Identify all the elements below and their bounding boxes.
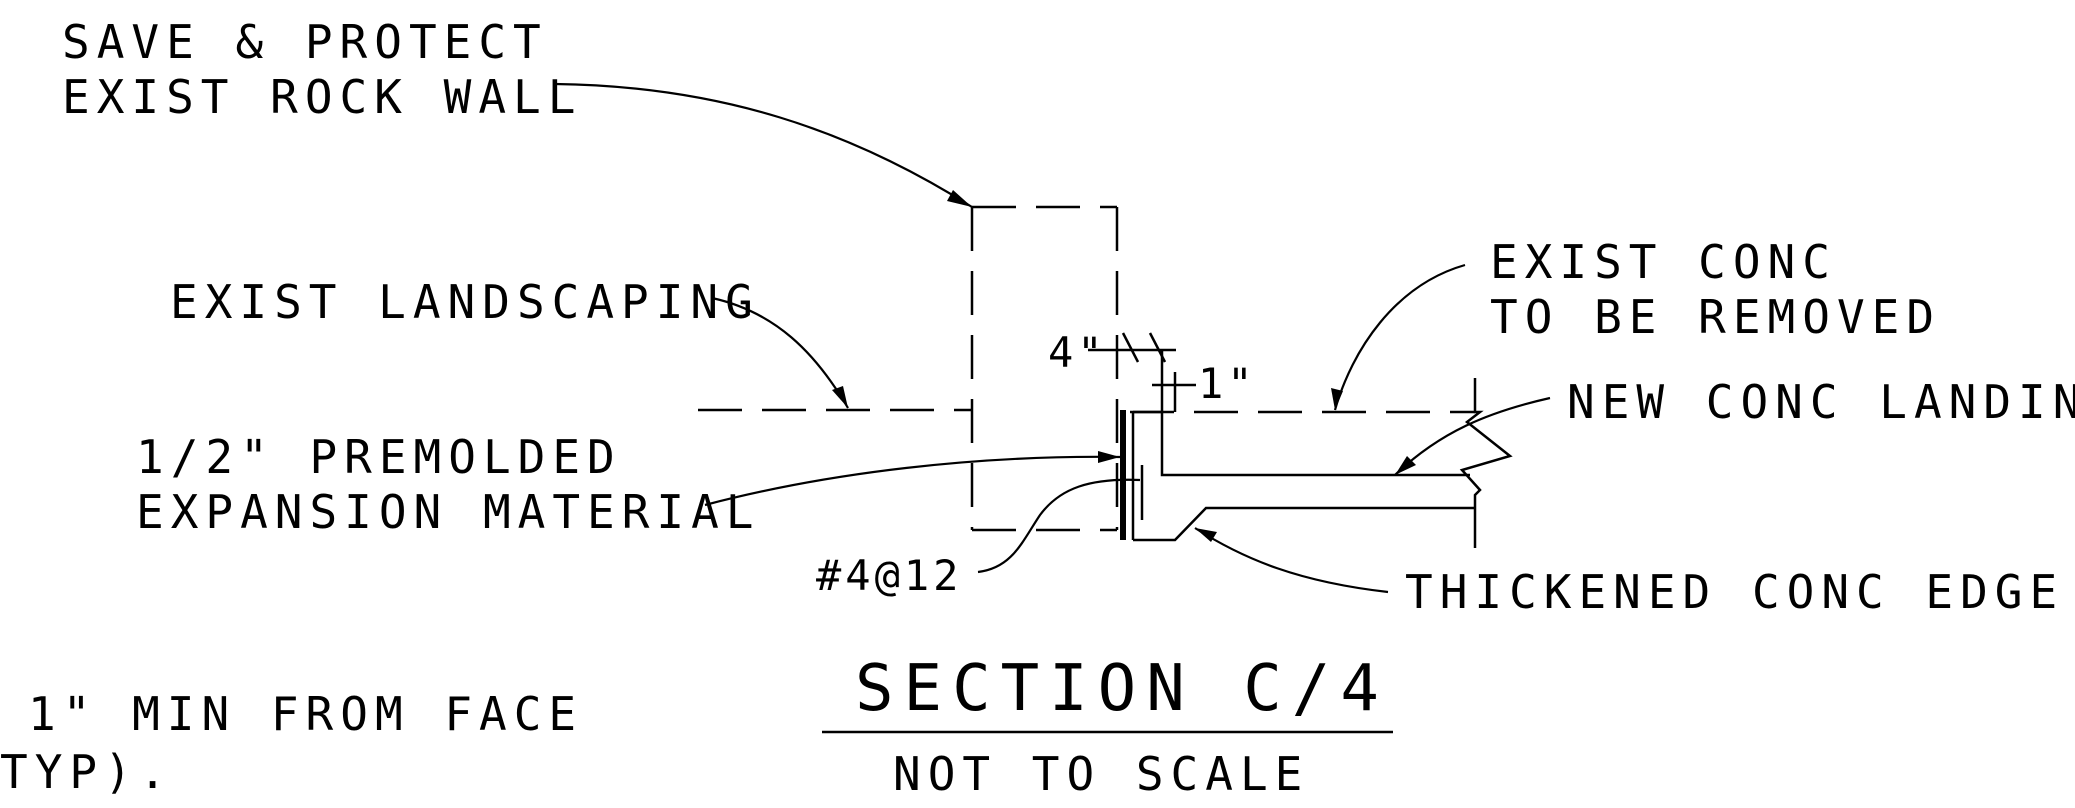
leader-landscaping (711, 296, 849, 409)
note-line1: 1" MIN FROM FACE (28, 687, 583, 741)
dimension-4in: 4" (1048, 328, 1107, 377)
new-conc-landing-slab (1133, 410, 1395, 477)
leader-thickened-edge (1194, 527, 1389, 594)
rock-wall-outline (970, 205, 1119, 532)
dimension-marks (1088, 332, 1196, 412)
dimension-1in: 1" (1198, 359, 1257, 408)
leader-expansion-material (704, 451, 1121, 507)
expansion-label-line1: 1/2" PREMOLDED (136, 430, 622, 484)
section-title: SECTION C/4 (855, 652, 1389, 726)
leader-exist-conc (1331, 263, 1466, 411)
leader-rock-wall (554, 82, 973, 208)
thickened-edge-label: THICKENED CONC EDGE (1405, 565, 2064, 619)
leader-new-conc-landing (1394, 396, 1551, 476)
exist-conc-label-line1: EXIST CONC (1490, 235, 1837, 289)
exist-conc-label-line2: TO BE REMOVED (1490, 290, 1941, 344)
rebar-label: #4@12 (816, 551, 962, 600)
rock-wall-label-line1: SAVE & PROTECT (62, 15, 548, 69)
new-conc-landing-label: NEW CONC LANDING (1567, 375, 2075, 429)
slab-break-line (1459, 378, 1513, 548)
landscaping-label: EXIST LANDSCAPING (170, 275, 760, 329)
expansion-label-line2: EXPANSION MATERIAL (136, 485, 761, 539)
note-line2: TYP). (0, 745, 173, 799)
leader-rebar (977, 478, 1141, 574)
rock-wall-label-line2: EXIST ROCK WALL (62, 70, 582, 124)
scale-note: NOT TO SCALE (893, 747, 1309, 801)
thickened-edge-outline (1133, 506, 1475, 542)
